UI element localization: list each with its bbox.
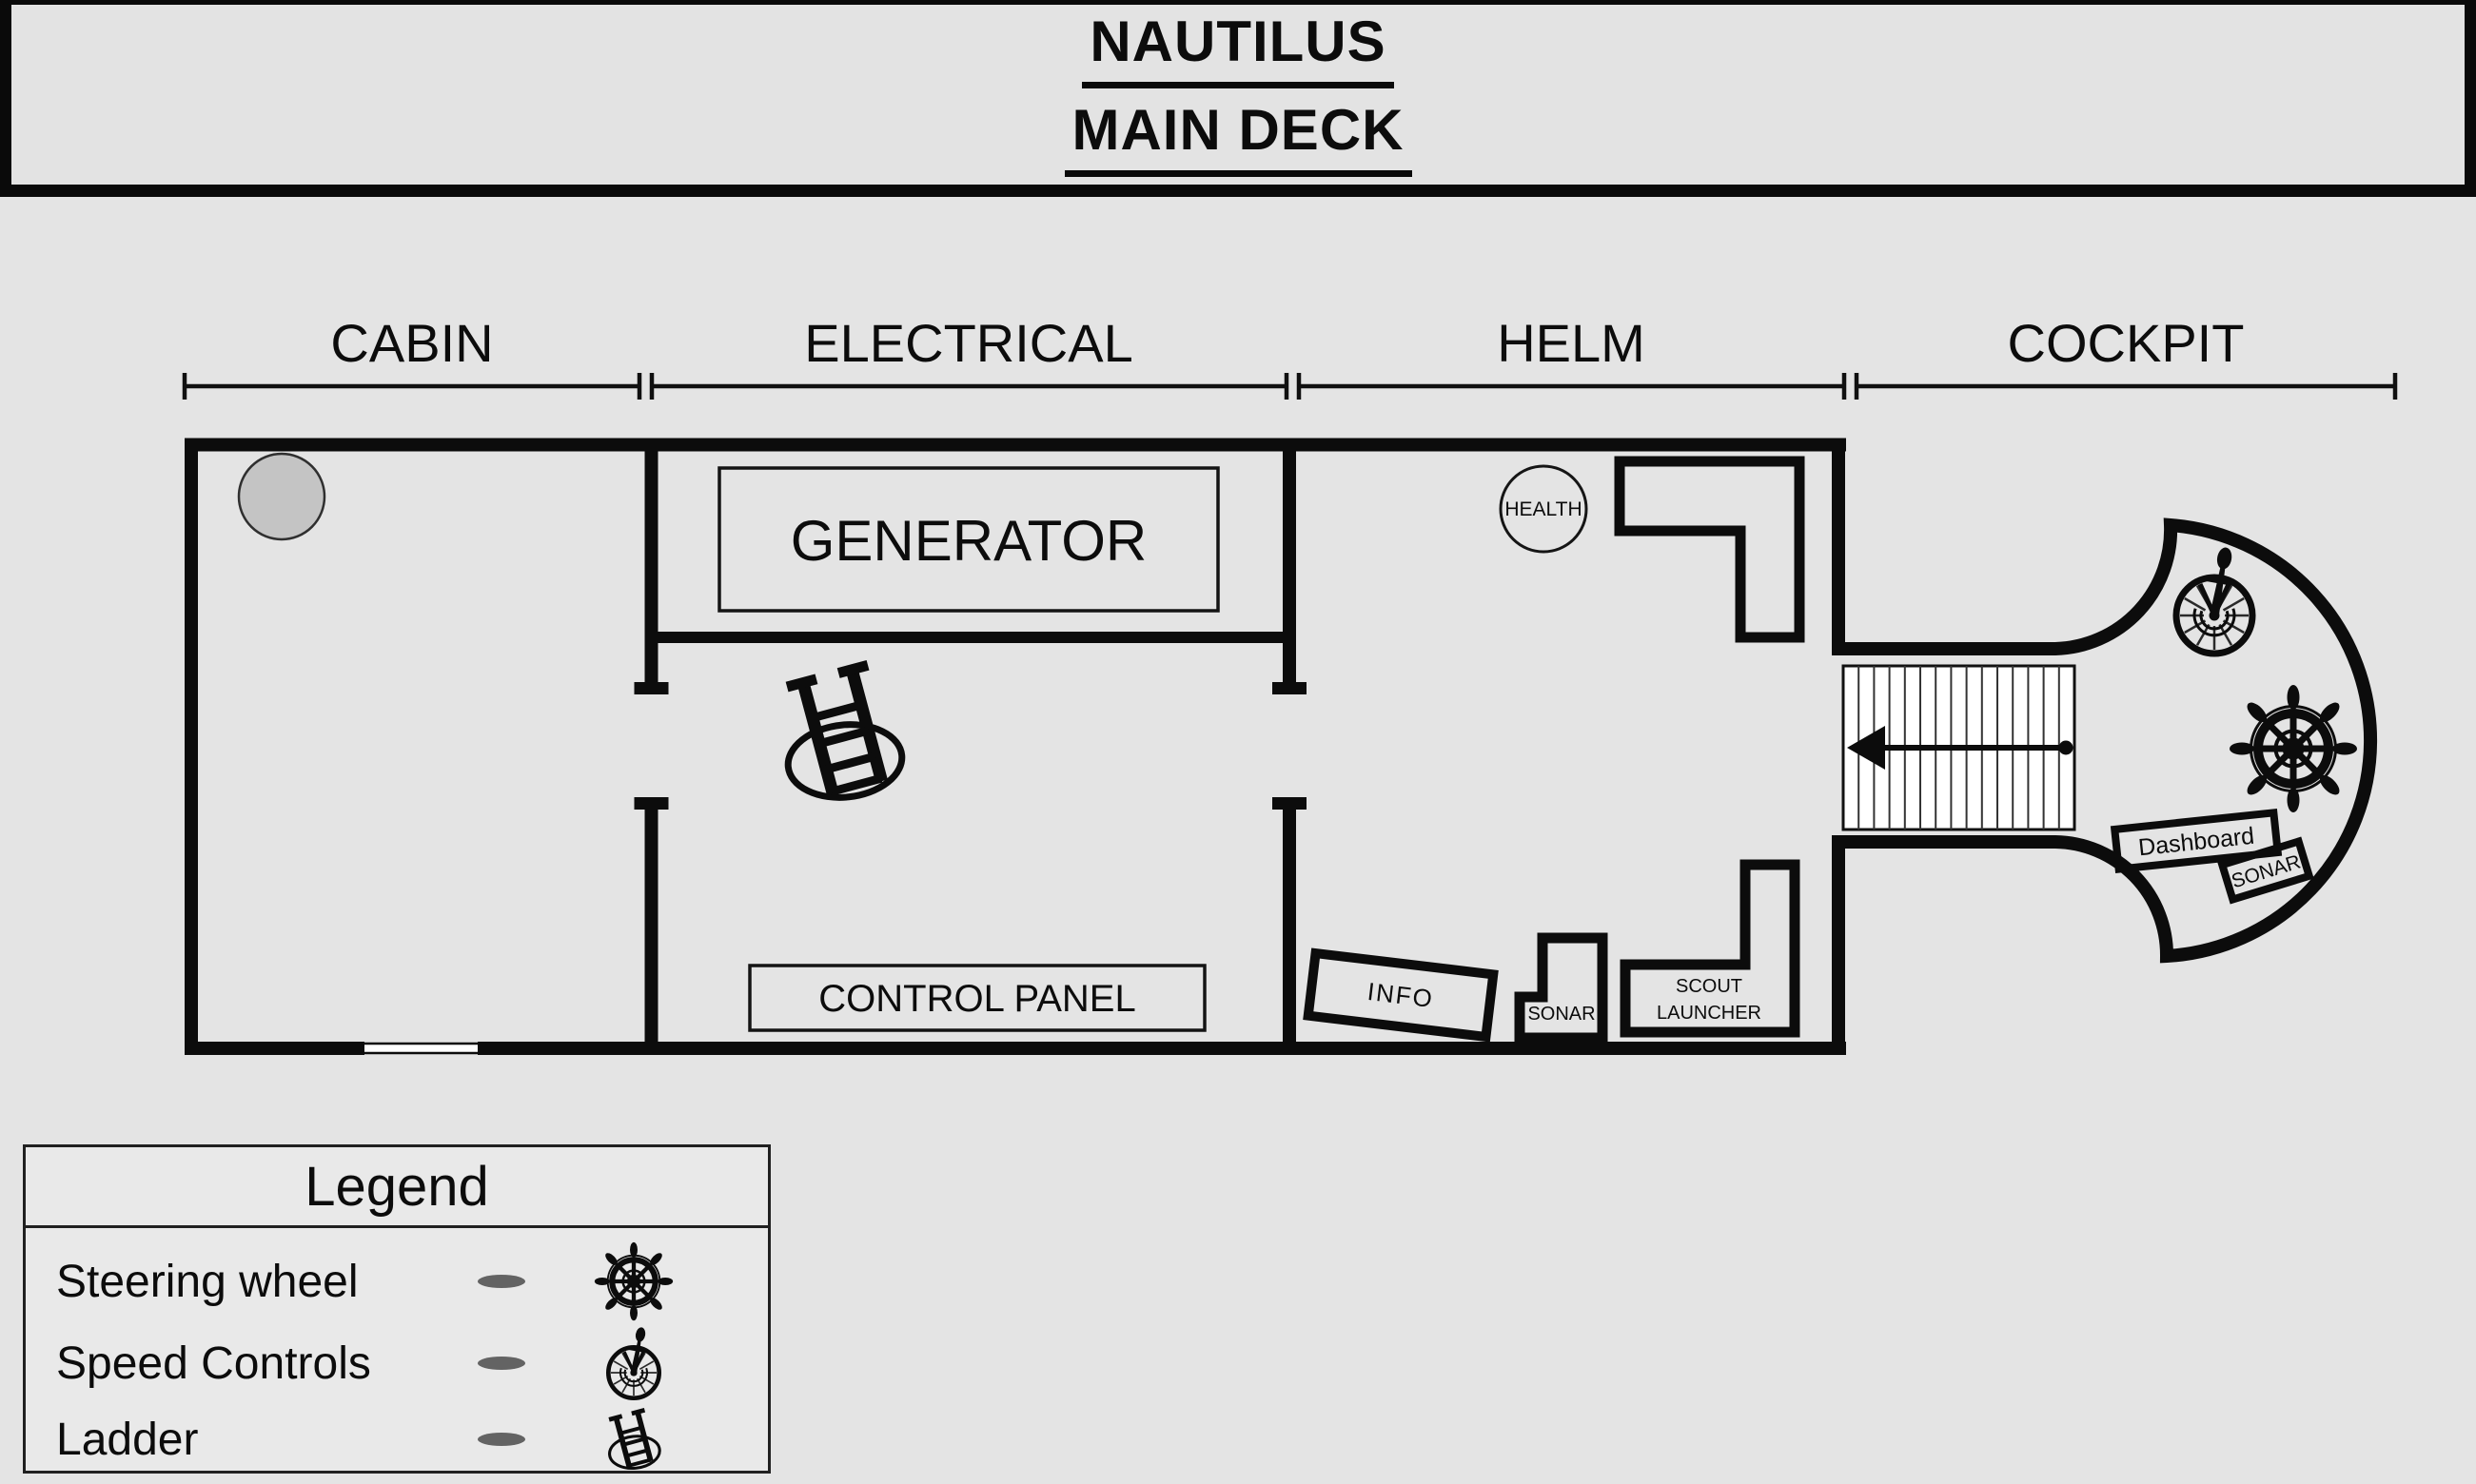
- legend-dash-icon: [478, 1433, 525, 1446]
- scout-launcher-label-line2: LAUNCHER: [1657, 1003, 1761, 1024]
- generator-label: GENERATOR: [791, 509, 1148, 573]
- stairs-direction-arrow-icon: [1847, 726, 2073, 770]
- info-sign: INFO: [1303, 947, 1499, 1043]
- legend-row-ladder: Ladder: [26, 1408, 768, 1471]
- section-dimensions: CABIN ELECTRICAL HELM COCKPIT: [182, 313, 2398, 400]
- hull-walls: [185, 438, 2378, 1055]
- title-block: NAUTILUS MAIN DECK: [0, 0, 2476, 197]
- cockpit-hull: [1838, 517, 2378, 964]
- page-title-line2: MAIN DECK: [1064, 101, 1412, 177]
- control-panel-label: CONTROL PANEL: [818, 978, 1135, 1020]
- info-label: INFO: [1366, 977, 1435, 1013]
- cabin-door: [364, 1042, 478, 1055]
- legend-title: Legend: [305, 1155, 489, 1218]
- legend-header: Legend: [26, 1147, 768, 1228]
- legend-label-speed-controls: Speed Controls: [56, 1338, 371, 1389]
- health-label: HEALTH: [1504, 498, 1582, 520]
- section-label-helm: HELM: [1497, 313, 1645, 373]
- health-station: HEALTH: [1499, 464, 1588, 554]
- legend-dash-icon: [478, 1275, 525, 1288]
- legend-label-steering-wheel: Steering wheel: [56, 1256, 359, 1307]
- generator-unit: GENERATOR: [717, 466, 1220, 613]
- steering-wheel-icon: [572, 1248, 696, 1315]
- legend-row-steering-wheel: Steering wheel: [26, 1248, 768, 1315]
- control-panel-unit: CONTROL PANEL: [748, 964, 1207, 1032]
- helm-sonar-label: SONAR: [1527, 1004, 1595, 1025]
- legend-label-ladder: Ladder: [56, 1414, 199, 1465]
- wall-cabin-electrical: [634, 439, 669, 1043]
- cabin-porthole: [237, 452, 326, 541]
- legend-row-speed-controls: Speed Controls: [26, 1330, 768, 1396]
- wall-electrical-helm: [1272, 439, 1307, 1043]
- helm-console: [1614, 456, 1805, 643]
- legend-dash-icon: [478, 1357, 525, 1370]
- ladder-icon: [572, 1408, 696, 1471]
- page-title-line1: NAUTILUS: [1082, 12, 1394, 88]
- ladder-icon: [784, 660, 905, 803]
- helm-sonar-station: SONAR: [1514, 932, 1608, 1044]
- section-label-cockpit: COCKPIT: [2008, 313, 2245, 373]
- dimension-lines: [182, 373, 2398, 400]
- speed-controls-icon: [572, 1330, 696, 1396]
- speed-controls-icon: [2176, 545, 2252, 654]
- steering-wheel-icon: [2230, 685, 2357, 812]
- dashboard-sign: Dashboard: [2110, 808, 2283, 874]
- scout-launcher-station: SCOUT LAUNCHER: [1620, 859, 1800, 1038]
- section-label-cabin: CABIN: [330, 313, 493, 373]
- legend-box: Legend Steering wheel Speed Controls Lad…: [23, 1144, 771, 1474]
- section-label-electrical: ELECTRICAL: [804, 313, 1132, 373]
- stairs: [1841, 664, 2076, 831]
- scout-launcher-label-line1: SCOUT: [1676, 976, 1742, 997]
